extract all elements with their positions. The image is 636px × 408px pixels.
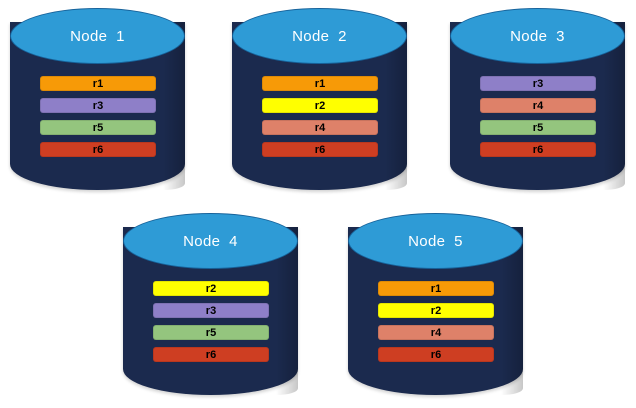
replica-bar[interactable]: r2 [378, 303, 494, 318]
replica-bar[interactable]: r3 [40, 98, 156, 113]
replica-bar[interactable]: r1 [40, 76, 156, 91]
replica-bar[interactable]: r5 [480, 120, 596, 135]
replica-bar[interactable]: r2 [153, 281, 269, 296]
database-node[interactable]: Node 5 r1 r2 r4 r6 [348, 213, 523, 395]
replica-bar[interactable]: r4 [378, 325, 494, 340]
cylinder-top-ellipse [450, 8, 625, 64]
replica-bar[interactable]: r6 [262, 142, 378, 157]
database-node[interactable]: Node 4 r2 r3 r5 r6 [123, 213, 298, 395]
replica-bar[interactable]: r4 [480, 98, 596, 113]
replica-bar[interactable]: r6 [153, 347, 269, 362]
node-label: Node 5 [408, 232, 463, 250]
database-node[interactable]: Node 2 r1 r2 r4 r6 [232, 8, 407, 190]
replica-bar[interactable]: r4 [262, 120, 378, 135]
replica-bar[interactable]: r6 [480, 142, 596, 157]
node-label: Node 4 [183, 232, 238, 250]
cylinder-top-ellipse [10, 8, 185, 64]
replica-list: r1 r2 r4 r6 [378, 281, 494, 362]
replica-bar[interactable]: r1 [262, 76, 378, 91]
cylinder-top-ellipse [232, 8, 407, 64]
node-label: Node 3 [510, 27, 565, 45]
replica-bar[interactable]: r5 [153, 325, 269, 340]
replica-list: r3 r4 r5 r6 [480, 76, 596, 157]
replica-bar[interactable]: r6 [40, 142, 156, 157]
cylinder-top-ellipse [348, 213, 523, 269]
replica-bar[interactable]: r6 [378, 347, 494, 362]
database-node[interactable]: Node 3 r3 r4 r5 r6 [450, 8, 625, 190]
database-node[interactable]: Node 1 r1 r3 r5 r6 [10, 8, 185, 190]
replica-bar[interactable]: r3 [480, 76, 596, 91]
replica-bar[interactable]: r5 [40, 120, 156, 135]
node-label: Node 2 [292, 27, 347, 45]
node-label: Node 1 [70, 27, 125, 45]
cylinder-top-ellipse [123, 213, 298, 269]
replica-bar[interactable]: r3 [153, 303, 269, 318]
replica-list: r1 r2 r4 r6 [262, 76, 378, 157]
replica-list: r2 r3 r5 r6 [153, 281, 269, 362]
replica-bar[interactable]: r1 [378, 281, 494, 296]
replica-list: r1 r3 r5 r6 [40, 76, 156, 157]
replica-bar[interactable]: r2 [262, 98, 378, 113]
